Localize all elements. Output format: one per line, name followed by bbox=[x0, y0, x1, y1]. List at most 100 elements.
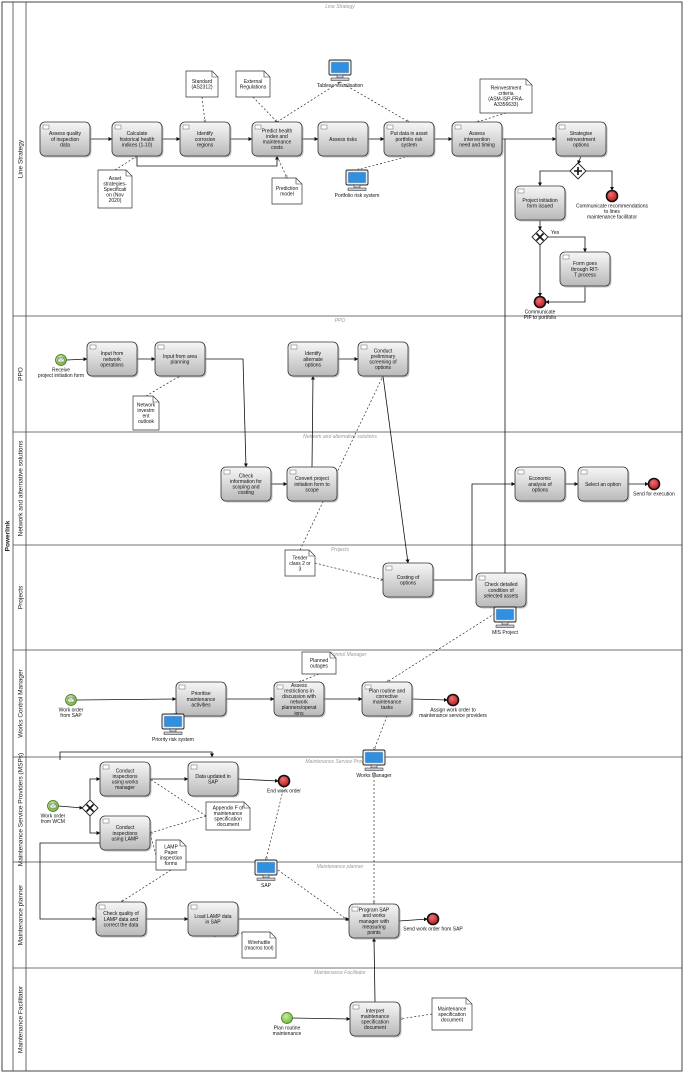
sequence-flow bbox=[205, 358, 248, 468]
message-icon bbox=[67, 697, 75, 703]
event-label: Communicate recommendations bbox=[576, 204, 648, 210]
task-label: Input from bbox=[101, 351, 124, 357]
task-label: maintenance bbox=[263, 140, 292, 146]
task-label: correct the data bbox=[104, 922, 139, 928]
document-label: External bbox=[244, 79, 262, 85]
lane-label-nas: Network and alternative solutions bbox=[18, 440, 25, 536]
task-interpret-maintenance-specification-document[interactable]: Interpretmaintenancespecificationdocumen… bbox=[349, 1001, 402, 1038]
event-send-work-order-from-sap: Send work order from SAP bbox=[403, 912, 463, 933]
task-label: maintenance bbox=[373, 700, 402, 706]
task-label: measuring bbox=[362, 924, 386, 930]
document-label: outages bbox=[310, 664, 328, 670]
task-type-icon bbox=[290, 344, 298, 350]
task-label: options bbox=[375, 365, 392, 371]
task-label: points bbox=[367, 930, 381, 936]
task-label: Assess quality bbox=[49, 131, 81, 137]
event-label: maintenance facilitator bbox=[587, 214, 637, 220]
task-plan-routine-and-corrective-maintenance-tasks[interactable]: Plan routine andcorrectivemaintenancetas… bbox=[361, 681, 414, 718]
sequence-flow bbox=[433, 482, 516, 581]
task-label: selected assets bbox=[484, 593, 519, 599]
computer-icon bbox=[328, 59, 352, 81]
task-label: using works bbox=[112, 780, 139, 786]
event-label: maintenance bbox=[273, 1031, 302, 1037]
association bbox=[339, 81, 409, 123]
document-label: (AS2312) bbox=[191, 85, 212, 91]
event-label: to lines bbox=[604, 209, 620, 215]
document-label: specification bbox=[214, 817, 242, 823]
document-label: document bbox=[441, 1017, 464, 1023]
task-label: options bbox=[532, 487, 549, 493]
document-icon bbox=[235, 70, 271, 98]
document-label: Tender bbox=[292, 555, 308, 561]
lane-label-mp: Maintenance planner bbox=[18, 884, 25, 946]
flow-label-yes: Yes bbox=[551, 230, 560, 236]
event-label: from SAP bbox=[60, 713, 82, 719]
task-type-icon bbox=[276, 684, 284, 690]
task-label: Program SAP bbox=[359, 908, 390, 914]
sequence-flow bbox=[372, 937, 377, 1003]
task-type-icon bbox=[190, 764, 198, 770]
task-label: Select an option bbox=[585, 482, 621, 488]
event-end-work-order: End work order bbox=[267, 774, 301, 795]
system-label: SAP bbox=[261, 883, 272, 889]
lane-header-mp: Maintenance planner bbox=[317, 864, 364, 870]
task-type-icon bbox=[351, 906, 359, 912]
lane-header-wcm: Works Control Manager bbox=[314, 652, 367, 658]
task-type-icon bbox=[352, 1004, 360, 1010]
event-label: project initiation form bbox=[38, 373, 84, 379]
task-select-an-option[interactable]: Select an option bbox=[577, 466, 630, 503]
task-label: system bbox=[401, 142, 417, 148]
task-assess-risks[interactable]: Assess risks bbox=[317, 121, 370, 158]
parallel-gateway bbox=[569, 162, 587, 180]
sequence-flow bbox=[538, 170, 571, 187]
document-label: inspection bbox=[160, 856, 183, 862]
task-label: planning bbox=[171, 360, 190, 366]
document-icon bbox=[241, 931, 277, 959]
task-label: Load LAMP data bbox=[194, 914, 231, 920]
document-icon bbox=[97, 169, 133, 209]
event-label: Send work order from SAP bbox=[403, 927, 463, 933]
sequence-flow bbox=[89, 815, 101, 835]
task-label: Conduct bbox=[374, 348, 393, 354]
task-label: condition of bbox=[488, 588, 514, 594]
task-type-icon bbox=[320, 124, 328, 130]
task-type-icon bbox=[190, 904, 198, 910]
association bbox=[150, 778, 207, 817]
task-label: T process bbox=[574, 272, 596, 278]
task-label: SAP bbox=[208, 780, 219, 786]
lane-label-msp: Maintenance Service Providers (MSPs) bbox=[18, 753, 25, 866]
task-label: information for bbox=[230, 479, 262, 485]
document-label: outlook bbox=[138, 419, 155, 425]
task-label: Predict health bbox=[262, 128, 293, 134]
